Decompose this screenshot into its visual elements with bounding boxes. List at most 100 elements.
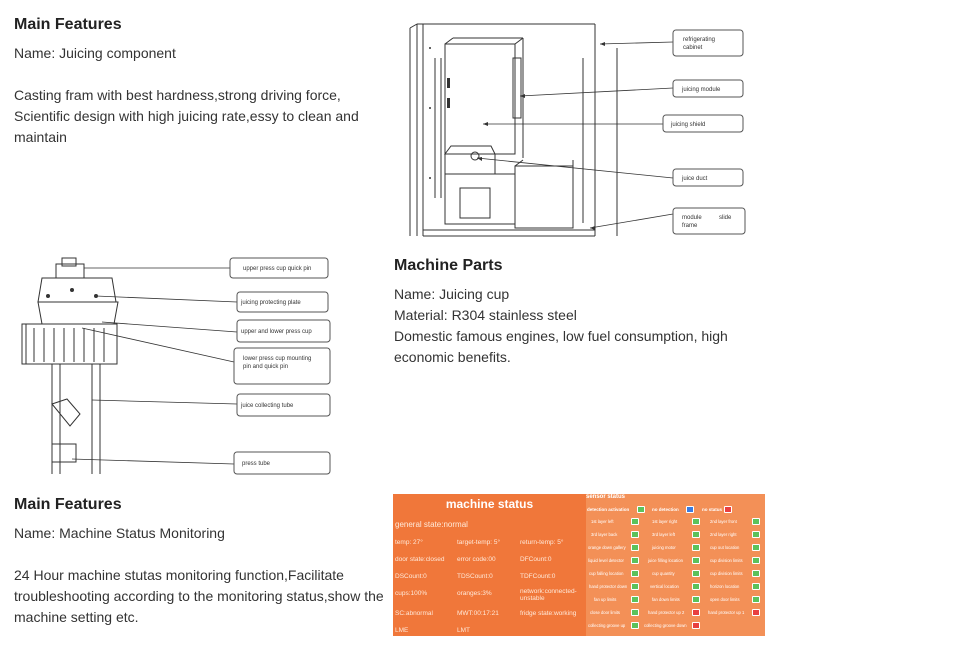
label-juicing-module: juicing module — [681, 87, 721, 93]
juicing-cup-diagram: upper press cup quick pin juicing protec… — [21, 257, 331, 475]
sensor-status-panel: sensor status detection activation no de… — [586, 494, 765, 636]
sensor-header: no detection — [652, 507, 679, 512]
indicator-icon — [631, 518, 639, 525]
sensor-label: hand protector up 2 — [648, 610, 685, 615]
indicator-icon — [752, 544, 760, 551]
indicator-icon — [692, 557, 700, 564]
status-cell: network:connected-unstable — [520, 588, 577, 602]
status-cell: MWT:00:17:21 — [457, 610, 499, 617]
indicator-icon — [752, 531, 760, 538]
indicator-icon — [692, 596, 700, 603]
machine-status-panel: machine status general state:normal temp… — [393, 494, 586, 636]
sensor-label: close door limits — [590, 610, 621, 615]
indicator-icon — [631, 557, 639, 564]
product-name: Name: Machine Status Monitoring — [14, 525, 225, 541]
sensor-label: 3rd layer left — [652, 532, 676, 537]
indicator-icon — [752, 596, 760, 603]
sensor-header: no status — [702, 507, 723, 512]
indicator-icon — [631, 596, 639, 603]
status-cell: TDSCount:0 — [457, 573, 493, 580]
sensor-label: collecting groove down — [644, 623, 687, 628]
indicator-icon — [752, 609, 760, 616]
label-juice-duct: juice duct — [681, 176, 708, 182]
status-cell: door state:closed — [395, 556, 445, 563]
label-refrigerating: refrigerating — [683, 37, 715, 43]
sensor-label: cup division limits — [710, 571, 743, 576]
section-title: Machine Parts — [394, 257, 503, 274]
status-cell: fridge state:working — [520, 610, 577, 617]
indicator-icon — [724, 506, 732, 513]
indicator-icon — [692, 570, 700, 577]
status-cell: temp: 27° — [395, 539, 423, 546]
label-juicing-shield: juicing shield — [670, 122, 705, 128]
status-cell: LMT — [457, 627, 470, 634]
indicator-icon — [631, 622, 639, 629]
sensor-label: 1st layer left — [591, 519, 614, 524]
status-cell: cups:100% — [395, 590, 428, 597]
machine-status-screenshot: machine status general state:normal temp… — [393, 494, 765, 636]
sensor-label: juice filling location — [648, 558, 683, 563]
sensor-label: hand protector down — [589, 584, 628, 589]
label-lower-press-cup-mounting: lower press cup mounting — [243, 356, 311, 362]
label-juicing-protecting-plate: juicing protecting plate — [240, 300, 301, 306]
sensor-label: cup division limits — [710, 558, 743, 563]
description-line: machine setting etc. — [14, 609, 139, 625]
indicator-icon — [752, 518, 760, 525]
cabinet-diagram: refrigerating cabinet juicing module jui… — [409, 23, 746, 237]
indicator-icon — [686, 506, 694, 513]
indicator-icon — [692, 583, 700, 590]
product-material: Material: R304 stainless steel — [394, 307, 577, 323]
status-cell: target-temp: 5° — [457, 539, 501, 546]
indicator-icon — [692, 531, 700, 538]
status-cell: DSCount:0 — [395, 573, 427, 580]
indicator-icon — [637, 506, 645, 513]
indicator-icon — [692, 518, 700, 525]
product-name: Name: Juicing cup — [394, 286, 510, 302]
label-pin-and-quick-pin: pin and quick pin — [243, 364, 288, 370]
status-cell: LME — [395, 627, 409, 634]
label-upper-press-cup-quick-pin: upper press cup quick pin — [243, 266, 311, 272]
sensor-header: detection activation — [587, 507, 630, 512]
description-line: Casting fram with best hardness,strong d… — [14, 87, 341, 103]
label-upper-and-lower-press-cup: upper and lower press cup — [241, 329, 312, 335]
sensor-label: cup quantity — [652, 571, 675, 576]
indicator-icon — [631, 544, 639, 551]
sensor-label: horizon location — [710, 584, 740, 589]
machine-status-title: machine status — [445, 497, 534, 511]
sensor-label: collecting groove up — [588, 623, 626, 628]
indicator-icon — [692, 622, 700, 629]
description-line: Scientific design with high juicing rate… — [14, 108, 359, 124]
label-module: module — [682, 215, 702, 221]
sensor-label: cup out location — [710, 545, 740, 550]
section-juicing-component: Main Features Name: Juicing component Ca… — [14, 15, 384, 148]
sensor-label: open door limits — [710, 597, 740, 602]
indicator-icon — [752, 583, 760, 590]
section-machine-status-monitoring: Main Features Name: Machine Status Monit… — [14, 495, 389, 628]
sensor-label: cup falling location — [589, 571, 624, 576]
section-machine-parts: Machine Parts Name: Juicing cup Material… — [394, 256, 754, 368]
sensor-label: hand protector up 1 — [708, 610, 745, 615]
status-cell: oranges:3% — [457, 590, 492, 597]
label-press-tube: press tube — [242, 461, 271, 467]
sensor-label: 1st layer right — [652, 519, 678, 524]
indicator-icon — [631, 570, 639, 577]
sensor-label: 3rd layer back — [591, 532, 618, 537]
section-title: Main Features — [14, 496, 122, 513]
description-line: Domestic famous engines, low fuel consum… — [394, 328, 728, 344]
label-slide: slide — [719, 215, 732, 221]
label-juice-collecting-tube: juice collecting tube — [240, 403, 294, 409]
indicator-icon — [631, 583, 639, 590]
sensor-label: fan up limits — [594, 597, 617, 602]
section-title: Main Features — [14, 16, 122, 33]
description-line: maintain — [14, 129, 67, 145]
indicator-icon — [631, 609, 639, 616]
indicator-icon — [692, 544, 700, 551]
spacer — [14, 64, 384, 85]
sensor-label: liquid level detector — [588, 558, 624, 563]
description-line: economic benefits. — [394, 349, 511, 365]
indicator-icon — [752, 557, 760, 564]
status-cell: return-temp: 5° — [520, 539, 564, 546]
status-cell: DFCount:0 — [520, 556, 552, 563]
sensor-label: fan down limits — [652, 597, 680, 602]
product-name: Name: Juicing component — [14, 45, 176, 61]
